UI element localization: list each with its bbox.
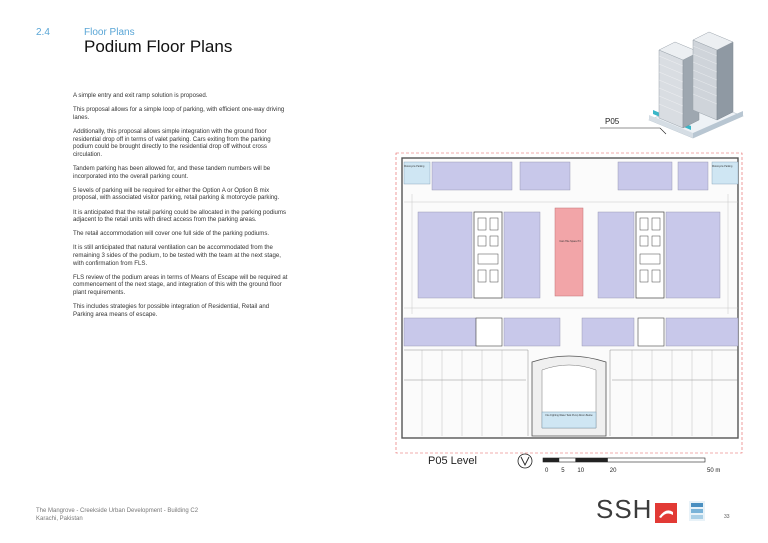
paragraph: Additionally, this proposal allows simpl… <box>73 127 271 158</box>
paragraph: FLS review of the podium areas in terms … <box>73 273 288 297</box>
scale-bar-segment <box>543 458 560 462</box>
podium-floor-plan <box>395 152 743 454</box>
pump-room <box>541 411 597 429</box>
paragraph: 5 levels of parking will be required for… <box>73 186 280 202</box>
page-number: 33 <box>724 514 730 520</box>
paragraph: It is still anticipated that natural ven… <box>73 244 281 267</box>
motorcycle-parking-right <box>711 161 739 185</box>
central-void <box>554 207 584 297</box>
partner-logo-blue <box>689 501 705 521</box>
scale-bar-label: 0 <box>545 468 549 474</box>
level-tag-leader <box>600 127 667 135</box>
plan-level-label: P05 Level <box>428 455 477 467</box>
scale-bar: 0 5 10 20 50 m <box>517 453 720 474</box>
parking-zone-top <box>431 161 709 191</box>
section-number: 2.4 <box>36 27 50 38</box>
pump-room-note: Fire Fighting Water Tank Pump Room Below <box>545 414 593 417</box>
motorcycle-parking-left <box>403 161 431 185</box>
void-note: Cars Hire Space P4 <box>559 240 581 243</box>
scale-bar-label: 50 m <box>707 468 720 474</box>
footer-project-line1: The Mangrove - Creekside Urban Developme… <box>36 508 199 514</box>
tower-axonometric-image <box>648 31 744 139</box>
scale-bar-label: 10 <box>577 468 584 474</box>
partner-logo-red <box>655 503 677 523</box>
paragraph: This includes strategies for possible in… <box>73 303 270 318</box>
scale-bar-frame <box>542 457 706 463</box>
north-arrow-icon <box>517 453 533 469</box>
footer-project-line2: Karachi, Pakistan <box>36 516 83 522</box>
section-name: Floor Plans <box>84 27 135 38</box>
scale-bar-segment <box>575 458 608 462</box>
parking-zone-bottom <box>403 317 739 347</box>
page-title: Podium Floor Plans <box>84 37 233 56</box>
scale-bar-label: 20 <box>610 468 617 474</box>
paragraph: It is anticipated that the retail parkin… <box>73 208 287 224</box>
level-tag: P05 <box>605 117 620 126</box>
paragraph: This proposal allows for a simple loop o… <box>73 106 285 121</box>
motorcycle-note-right: Motorcycle Parking <box>712 165 733 168</box>
paragraph: A simple entry and exit ramp solution is… <box>73 92 208 99</box>
scale-bar-label: 5 <box>561 468 565 474</box>
body-text: A simple entry and exit ramp solution is… <box>73 92 288 325</box>
paragraph: The retail accommodation will cover one … <box>73 230 270 238</box>
motorcycle-note-left: Motorcycle Parking <box>404 165 425 168</box>
ssh-logo: SSH <box>596 494 653 524</box>
paragraph: Tandem parking has been allowed for, and… <box>73 164 271 180</box>
